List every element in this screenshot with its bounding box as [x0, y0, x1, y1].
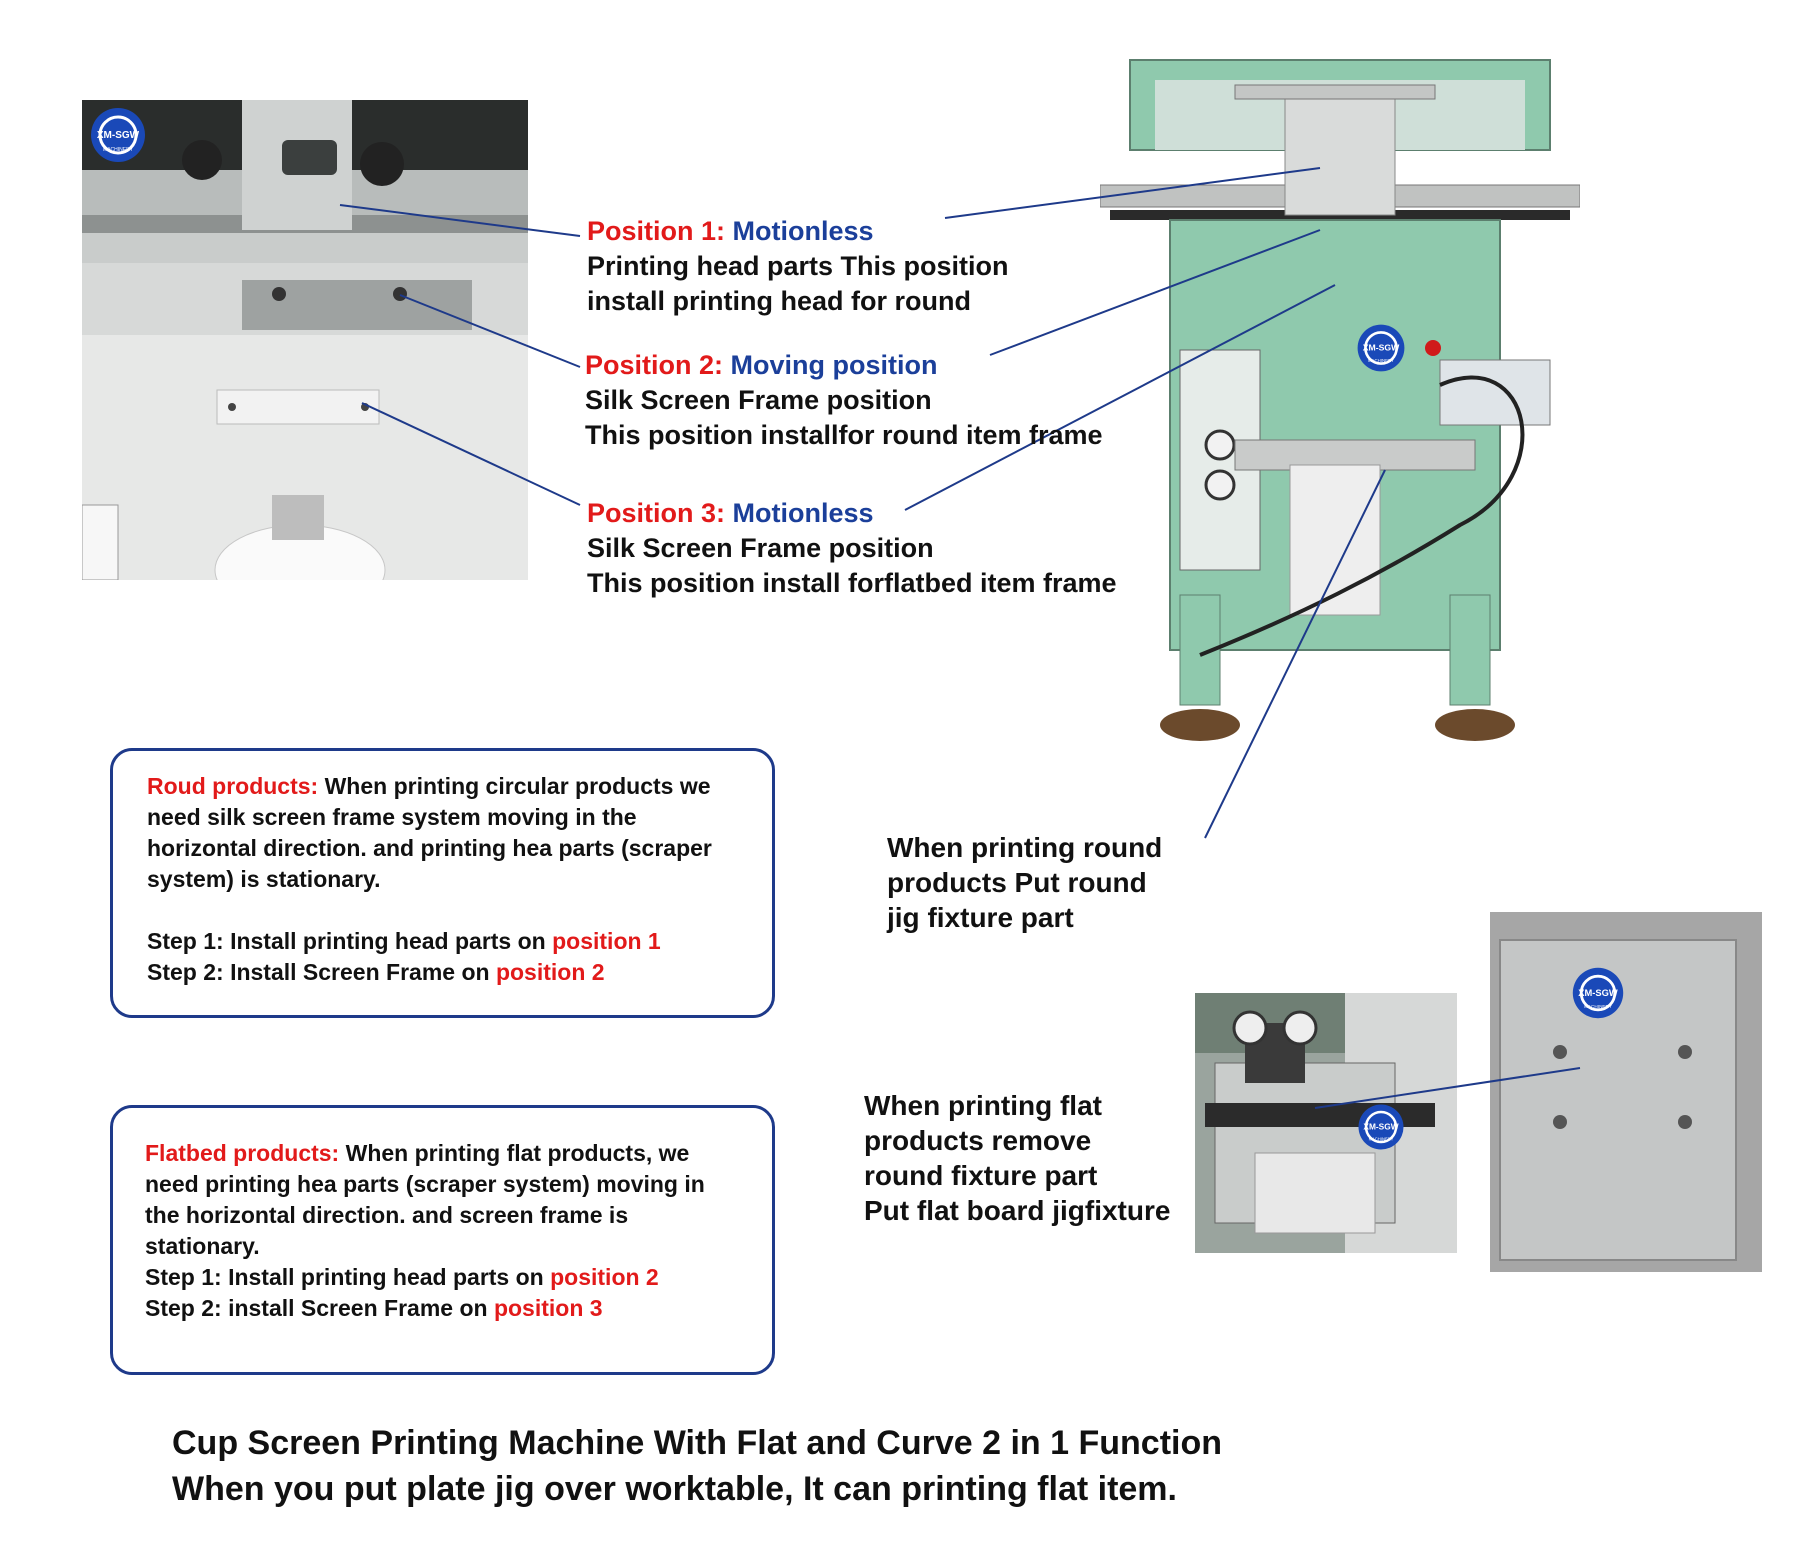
position-3-callout: Position 3: Motionless Silk Screen Frame… — [587, 496, 1117, 601]
footer-line-2: When you put plate jig over worktable, I… — [172, 1470, 1177, 1508]
jig-fixture-photo — [1195, 993, 1457, 1253]
logo-sub-text: MACHINERY — [103, 147, 134, 153]
flat-step2-text: Step 2: install Screen Frame on — [145, 1295, 494, 1321]
round-step1-text: Step 1: Install printing head parts on — [147, 928, 553, 954]
flat-step1-text: Step 1: Install printing head parts on — [145, 1264, 551, 1290]
closeup-photo — [82, 100, 528, 580]
flat-step2-position: position 3 — [493, 1295, 603, 1321]
round-box-title: Roud products: — [147, 773, 319, 799]
position-1-line1: Printing head parts This position — [587, 251, 1009, 281]
logo-badge: XM-SGW MACHINERY — [88, 105, 148, 165]
flat-note-line-3: round fixture part — [864, 1160, 1098, 1191]
footer-caption: Cup Screen Printing Machine With Flat an… — [172, 1420, 1222, 1512]
position-1-callout: Position 1: Motionless Printing head par… — [587, 214, 1009, 319]
position-3-label: Position 3: — [587, 498, 726, 528]
flat-board-photo — [1490, 912, 1762, 1272]
position-2-label: Position 2: — [585, 350, 724, 380]
round-note-line-3: jig fixture part — [887, 902, 1074, 933]
position-2-callout: Position 2: Moving position Silk Screen … — [585, 348, 1103, 453]
position-2-line1: Silk Screen Frame position — [585, 385, 932, 415]
position-1-line2: install printing head for round — [587, 286, 971, 316]
flat-note-line-4: Put flat board jigfixture — [864, 1195, 1171, 1226]
jig-logo-brand-text: XM-SGW — [1363, 1122, 1398, 1132]
round-box-text: When printing circular products we need … — [147, 773, 712, 892]
position-3-line1: Silk Screen Frame position — [587, 533, 934, 563]
flat-box-text: When printing flat products, we need pri… — [145, 1140, 705, 1259]
logo-brand-text: XM-SGW — [97, 130, 140, 141]
board-logo-brand-text: XM-SGW — [1578, 988, 1618, 998]
flat-jig-note: When printing flat products remove round… — [864, 1088, 1170, 1228]
board-logo-badge: XM-SGW MACHINERY — [1570, 965, 1626, 1021]
machine-logo-brand-text: XM-SGW — [1363, 343, 1400, 353]
round-note-line-1: When printing round — [887, 832, 1163, 863]
jig-logo-badge: XM-SGW MACHINERY — [1356, 1102, 1406, 1152]
round-step2-position: position 2 — [495, 959, 605, 985]
footer-line-1: Cup Screen Printing Machine With Flat an… — [172, 1424, 1223, 1462]
jig-logo-sub-text: MACHINERY — [1369, 1136, 1394, 1141]
board-logo-sub-text: MACHINERY — [1584, 1004, 1612, 1009]
flat-note-line-1: When printing flat — [864, 1090, 1102, 1121]
position-2-state: Moving position — [730, 350, 938, 380]
round-note-line-2: products Put round — [887, 867, 1147, 898]
round-step1-position: position 1 — [552, 928, 661, 954]
flatbed-products-box: Flatbed products: When printing flat pro… — [110, 1105, 775, 1375]
position-3-state: Motionless — [732, 498, 874, 528]
flat-note-line-2: products remove — [864, 1125, 1092, 1156]
position-1-state: Motionless — [732, 216, 874, 246]
position-3-line2: This position install forflatbed item fr… — [587, 568, 1117, 598]
flat-box-title: Flatbed products: — [145, 1140, 340, 1166]
flat-step1-position: position 2 — [550, 1264, 659, 1290]
position-2-line2: This position installfor round item fram… — [585, 420, 1103, 450]
machine-photo — [1100, 55, 1580, 755]
machine-logo-sub-text: MACHINERY — [1368, 358, 1394, 363]
position-1-label: Position 1: — [587, 216, 726, 246]
round-products-box: Roud products: When printing circular pr… — [110, 748, 775, 1018]
round-step2-text: Step 2: Install Screen Frame on — [147, 959, 496, 985]
round-jig-note: When printing round products Put round j… — [887, 830, 1162, 935]
machine-logo-badge: XM-SGW MACHINERY — [1355, 322, 1407, 374]
